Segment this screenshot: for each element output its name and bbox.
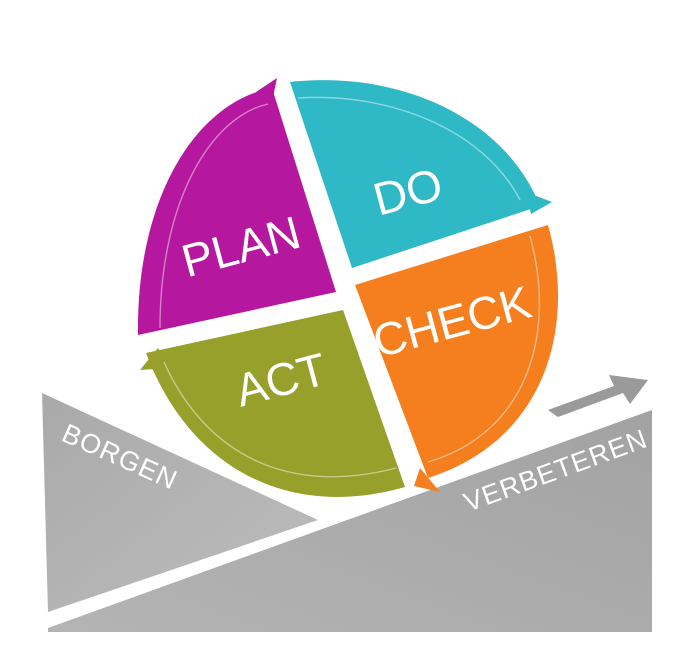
cycle-guide-lines (159, 96, 541, 478)
act-arrow-tip (140, 348, 170, 370)
check-quadrant (355, 225, 559, 478)
borgen-wedge (42, 393, 318, 612)
check-arrow-tip (414, 468, 440, 492)
plan-arrow-tip (256, 78, 277, 102)
direction-arrow-icon (548, 375, 648, 417)
act-quadrant (146, 310, 405, 497)
do-arrow-tip (526, 192, 552, 214)
plan-quadrant (137, 88, 336, 335)
verbeteren-ramp (48, 410, 652, 632)
do-quadrant (290, 80, 540, 269)
